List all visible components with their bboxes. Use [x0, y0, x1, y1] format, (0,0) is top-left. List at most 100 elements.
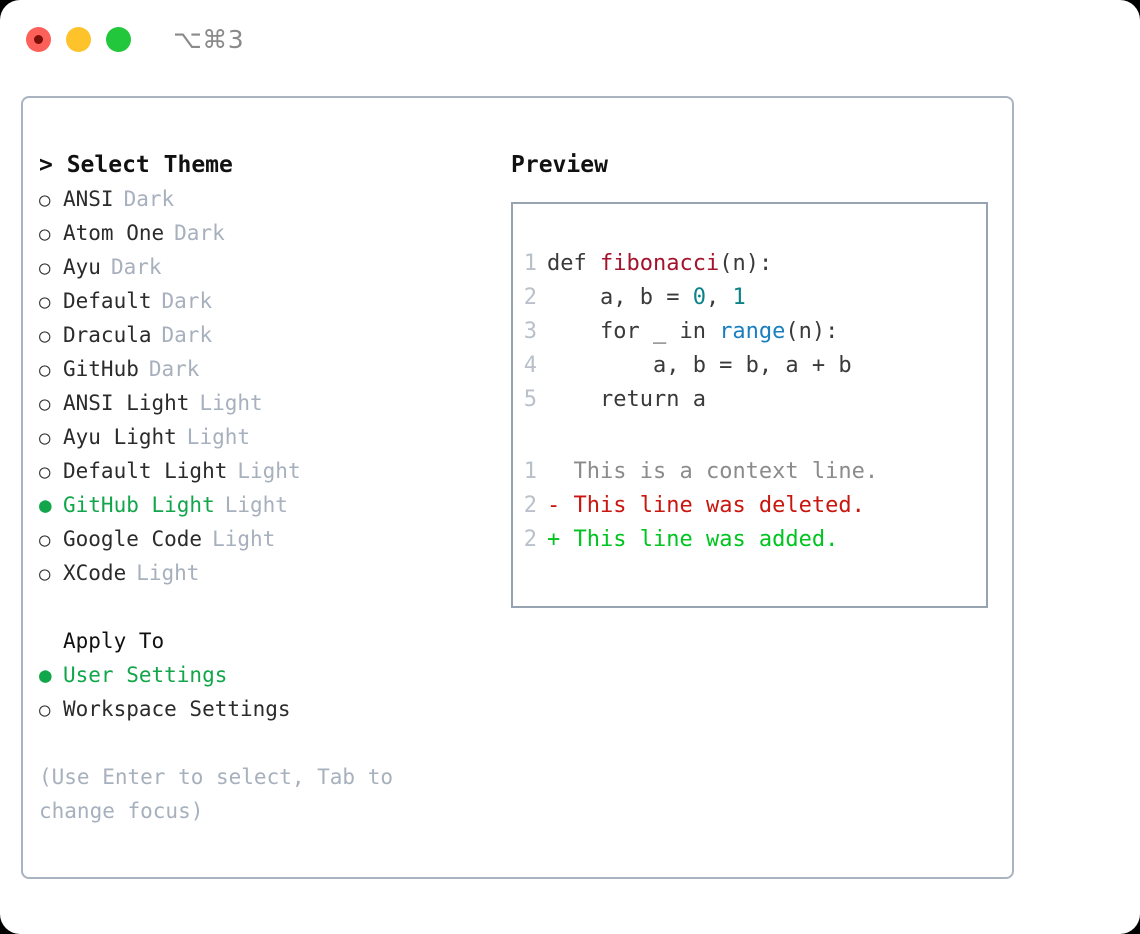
code-line-content: def fibonacci(n):	[547, 247, 772, 281]
radio-unselected-icon: ○	[39, 223, 51, 245]
theme-option-label: Google Code	[63, 527, 203, 551]
code-line-number: 4	[523, 353, 537, 378]
theme-option-tag: Dark	[161, 289, 213, 313]
diff-line-content: This line was added.	[573, 527, 839, 552]
theme-option-label: XCode	[63, 561, 127, 585]
diff-sample: 1 This is a context line.2- This line wa…	[513, 455, 986, 557]
radio-unselected-icon: ○	[39, 291, 51, 313]
theme-option-label: Ayu Light	[63, 425, 177, 449]
diff-line: 2 + This line was added.	[513, 523, 986, 557]
close-window-button[interactable]	[26, 26, 51, 52]
apply-to-header: Apply To	[63, 629, 165, 653]
theme-option-label: Default Light	[63, 459, 228, 483]
code-token-plain: def	[547, 251, 600, 276]
keyboard-hint-text: (Use Enter to select, Tab to change focu…	[39, 765, 394, 823]
apply-to-option-row[interactable]: ○ Workspace Settings	[39, 692, 501, 726]
code-line: 2 a, b = 0, 1	[513, 281, 986, 315]
apply-to-header-bullet-placeholder: ○	[39, 625, 63, 659]
radio-unselected-icon: ○	[39, 699, 51, 721]
code-token-plain: a, b = b, a + b	[547, 353, 852, 378]
code-line-number: 1	[523, 251, 537, 276]
apply-to-header-row: ○ Apply To	[39, 624, 501, 658]
theme-option-tag: Light	[212, 527, 276, 551]
code-token-plain: ,	[705, 285, 733, 310]
theme-option-row[interactable]: ○ Ayu Light Light	[39, 420, 501, 454]
diff-line: 1 This is a context line.	[513, 455, 986, 489]
theme-option-label: Ayu	[63, 255, 101, 279]
code-line-content: for _ in range(n):	[547, 315, 838, 349]
theme-option-tag: Light	[199, 391, 263, 415]
radio-unselected-icon: ○	[39, 427, 51, 449]
theme-option-tag: Dark	[174, 221, 225, 245]
theme-option-row[interactable]: ○ XCode Light	[39, 556, 501, 590]
preview-title: Preview	[511, 152, 608, 178]
theme-option-row[interactable]: ○ ANSI Dark	[39, 182, 501, 216]
diff-marker: -	[547, 493, 574, 518]
theme-option-label: ANSI Light	[63, 391, 190, 415]
diff-line-number: 2	[523, 493, 537, 518]
theme-option-row[interactable]: ○ GitHub Dark	[39, 352, 501, 386]
radio-selected-icon: ●	[39, 493, 52, 517]
diff-line-number: 2	[523, 527, 537, 552]
code-line: 3 for _ in range(n):	[513, 315, 986, 349]
code-line-content: a, b = b, a + b	[547, 349, 852, 383]
theme-option-tag: Light	[136, 561, 200, 585]
diff-line-number: 1	[523, 459, 537, 484]
apply-to-option-label: Workspace Settings	[63, 697, 291, 721]
code-token-fn: fibonacci	[599, 251, 720, 276]
apply-to-option-row[interactable]: ● User Settings	[39, 658, 501, 692]
maximize-window-button[interactable]	[106, 26, 131, 52]
theme-option-label: Dracula	[63, 323, 152, 347]
radio-unselected-icon: ○	[39, 257, 51, 279]
diff-marker	[547, 455, 574, 489]
theme-option-row[interactable]: ○ Dracula Dark	[39, 318, 501, 352]
radio-unselected-icon: ○	[39, 563, 51, 585]
radio-unselected-icon: ○	[39, 359, 51, 381]
theme-option-label: Atom One	[63, 221, 165, 245]
radio-unselected-icon: ○	[39, 325, 51, 347]
theme-option-row[interactable]: ○ Default Dark	[39, 284, 501, 318]
traffic-light-buttons	[26, 26, 131, 52]
radio-unselected-icon: ○	[39, 189, 51, 211]
diff-marker: +	[547, 527, 574, 552]
theme-option-row[interactable]: ○ Google Code Light	[39, 522, 501, 556]
radio-selected-icon: ●	[39, 663, 52, 687]
apply-to-list: ● User Settings ○ Workspace Settings	[39, 658, 501, 726]
theme-option-tag: Dark	[148, 357, 200, 381]
code-line: 4 a, b = b, a + b	[513, 349, 986, 383]
list-spacer	[39, 590, 501, 624]
theme-option-label: Default	[63, 289, 152, 313]
radio-unselected-icon: ○	[39, 529, 51, 551]
code-line-number: 3	[523, 319, 537, 344]
theme-option-tag: Dark	[123, 187, 175, 211]
theme-option-label: ANSI	[63, 187, 114, 211]
theme-option-tag: Light	[224, 493, 288, 517]
theme-option-tag: Light	[186, 425, 251, 449]
code-token-plain: a, b =	[547, 285, 693, 310]
theme-option-tag: Dark	[161, 323, 213, 347]
code-token-plain: return a	[547, 387, 706, 412]
diff-line-content: This line was deleted.	[573, 493, 865, 518]
apply-to-option-label: User Settings	[63, 663, 228, 687]
code-token-num: 1	[732, 285, 746, 310]
radio-unselected-icon: ○	[39, 461, 51, 483]
diff-line: 2- This line was deleted.	[513, 489, 986, 523]
theme-option-label: GitHub	[63, 357, 139, 381]
keyboard-shortcut-label: ⌥⌘3	[173, 24, 245, 54]
code-line: 1 def fibonacci(n):	[513, 247, 986, 281]
theme-option-row[interactable]: ○ Atom One Dark	[39, 216, 501, 250]
code-line-number: 2	[523, 285, 537, 310]
select-theme-header: > Select Theme	[39, 152, 233, 178]
minimize-window-button[interactable]	[66, 26, 91, 52]
